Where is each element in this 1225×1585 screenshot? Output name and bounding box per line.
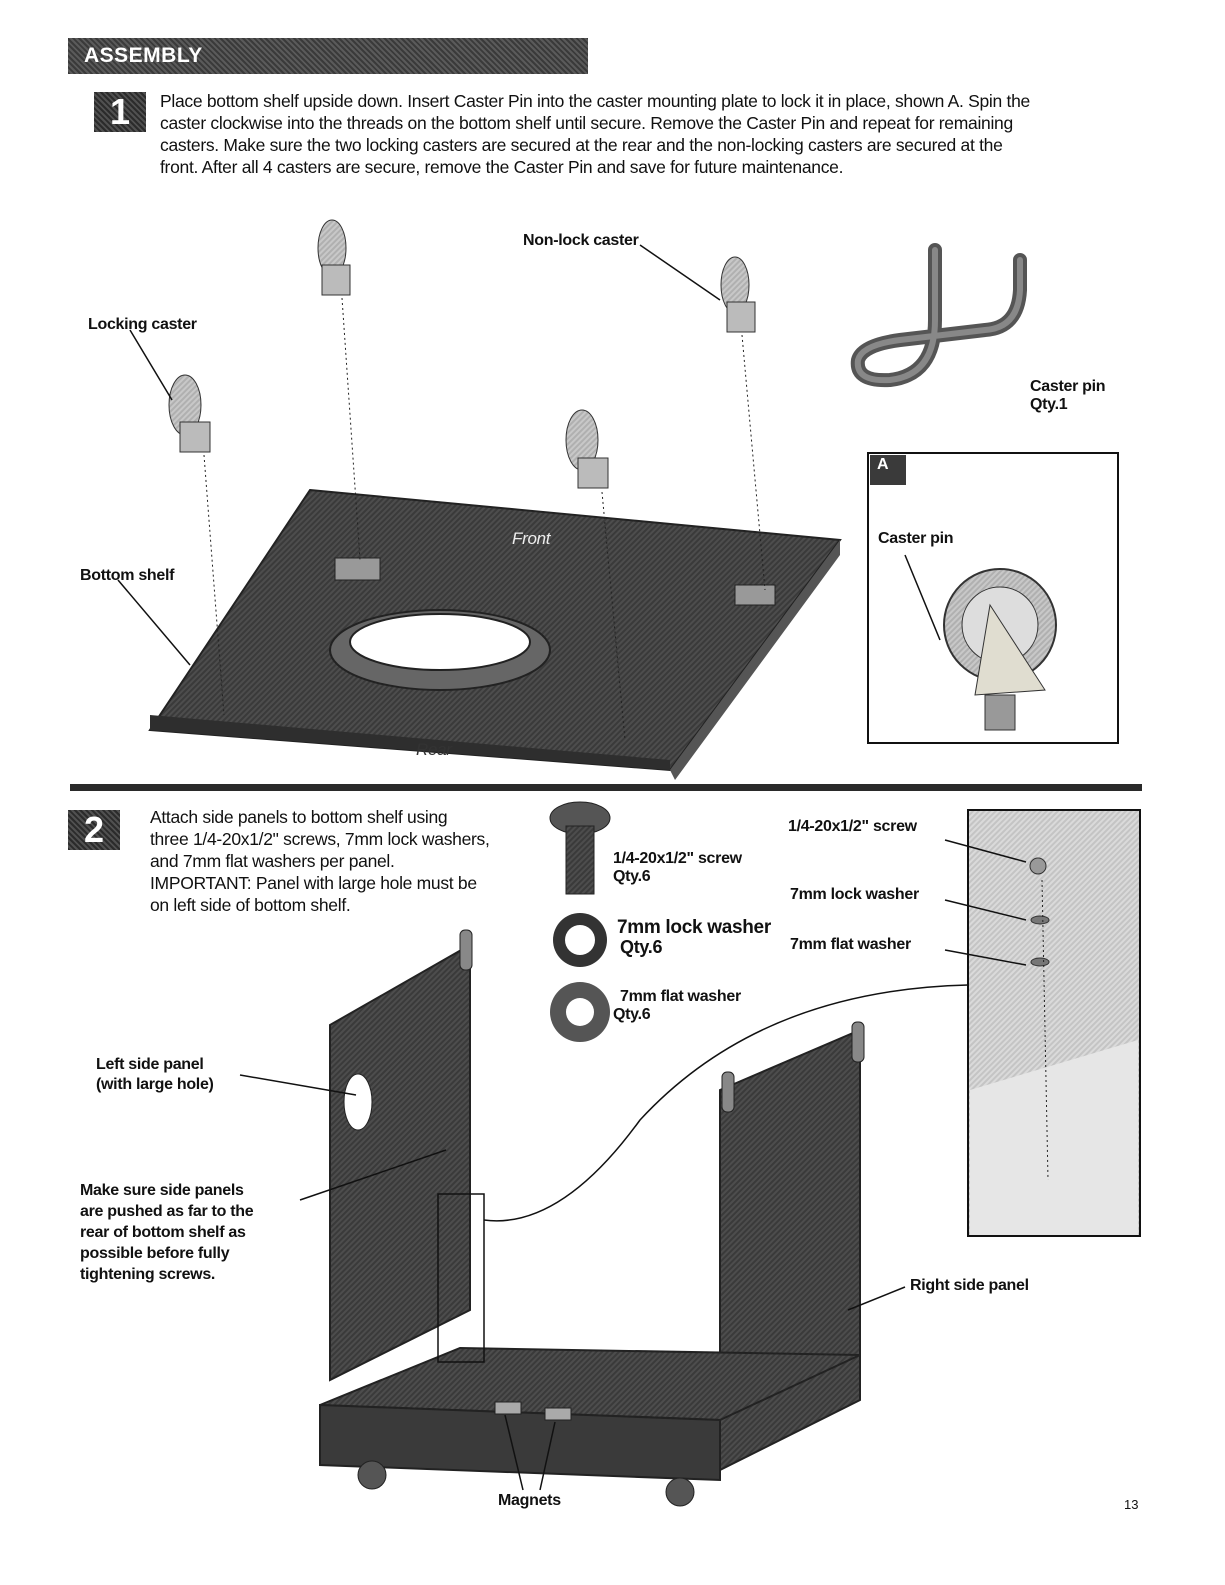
push-note-leader bbox=[299, 1149, 447, 1201]
caster-rear-left-drawing bbox=[168, 374, 225, 716]
step-2-instructions: Attach side panels to bottom shelf using… bbox=[150, 807, 490, 915]
detail-a-box bbox=[867, 452, 1119, 744]
section-title: ASSEMBLY bbox=[68, 38, 588, 74]
step-1-illustration bbox=[117, 219, 1119, 780]
page-number: 13 bbox=[1124, 1497, 1139, 1512]
screw-part-qty: Qty.6 bbox=[613, 868, 651, 885]
flat-washer-part-qty: Qty.6 bbox=[613, 1006, 651, 1023]
push-note-line: are pushed as far to the bbox=[80, 1203, 254, 1220]
rear-label: Rear bbox=[416, 740, 452, 759]
step-2-badge: 2 bbox=[68, 810, 120, 850]
left-panel-label-line1: Left side panel bbox=[96, 1056, 204, 1073]
locking-caster-leader bbox=[129, 329, 173, 401]
magnet-leader-left bbox=[504, 1414, 524, 1491]
screw-location-highlight bbox=[437, 1193, 485, 1363]
push-note: Make sure side panels are pushed as far … bbox=[80, 1180, 254, 1285]
detail-screw-label: 1/4-20x1/2" screw bbox=[788, 818, 917, 835]
push-note-line: possible before fully bbox=[80, 1245, 230, 1262]
detail-connector-line bbox=[483, 984, 969, 1222]
screw-part-label: 1/4-20x1/2" screw bbox=[613, 850, 742, 867]
detail-caster-pin-leader bbox=[904, 554, 941, 641]
step-2-illustration bbox=[239, 801, 1141, 1507]
flat-washer-part-label: 7mm flat washer bbox=[620, 988, 741, 1005]
screw-drawing bbox=[549, 801, 611, 895]
left-panel-leader bbox=[239, 1074, 357, 1096]
detail-lock-washer-label: 7mm lock washer bbox=[790, 886, 919, 903]
right-panel-leader bbox=[847, 1286, 906, 1311]
front-label: Front bbox=[512, 529, 551, 548]
magnets-label: Magnets bbox=[498, 1492, 561, 1509]
push-note-line: tightening screws. bbox=[80, 1266, 216, 1283]
section-divider bbox=[70, 784, 1142, 791]
screw-detail-box bbox=[967, 809, 1141, 1237]
push-note-line: rear of bottom shelf as bbox=[80, 1224, 246, 1241]
flat-washer-drawing bbox=[550, 982, 610, 1042]
bottom-shelf-label: Bottom shelf bbox=[80, 567, 175, 584]
caster-pin-label: Caster pin bbox=[1030, 378, 1106, 395]
lock-washer-part-qty: Qty.6 bbox=[620, 937, 663, 957]
lock-washer-part-label: 7mm lock washer bbox=[617, 917, 771, 938]
detail-flat-washer-label: 7mm flat washer bbox=[790, 936, 911, 953]
bottom-shelf-drawing bbox=[148, 488, 842, 780]
right-panel-label: Right side panel bbox=[910, 1277, 1029, 1294]
flat-washer-leader bbox=[944, 949, 1027, 966]
magnet-leader-right bbox=[539, 1421, 556, 1491]
non-lock-caster-leader bbox=[639, 244, 721, 301]
caster-pin-drawing bbox=[850, 243, 1027, 388]
non-lock-caster-label: Non-lock caster bbox=[523, 232, 639, 249]
lock-washer-drawing bbox=[553, 913, 607, 967]
push-note-line: Make sure side panels bbox=[80, 1182, 244, 1199]
detail-a-caster-pin-label: Caster pin bbox=[878, 530, 954, 547]
left-side-panel-drawing bbox=[329, 929, 473, 1382]
caster-front-left-drawing bbox=[317, 219, 361, 561]
screw-leader bbox=[944, 839, 1027, 863]
caster-front-right-drawing bbox=[720, 256, 766, 591]
detail-a-badge: A bbox=[877, 456, 889, 473]
bottom-shelf-leader bbox=[117, 579, 191, 666]
bottom-shelf-step2-drawing bbox=[319, 1346, 861, 1507]
caster-pin-qty: Qty.1 bbox=[1030, 396, 1068, 413]
step-1-instructions: Place bottom shelf upside down. Insert C… bbox=[160, 91, 1030, 177]
locking-caster-label: Locking caster bbox=[88, 316, 197, 333]
step-1-badge: 1 bbox=[94, 92, 146, 132]
lock-washer-leader bbox=[944, 899, 1027, 921]
caster-rear-right-drawing bbox=[565, 409, 626, 741]
left-panel-label-line2: (with large hole) bbox=[96, 1076, 214, 1093]
